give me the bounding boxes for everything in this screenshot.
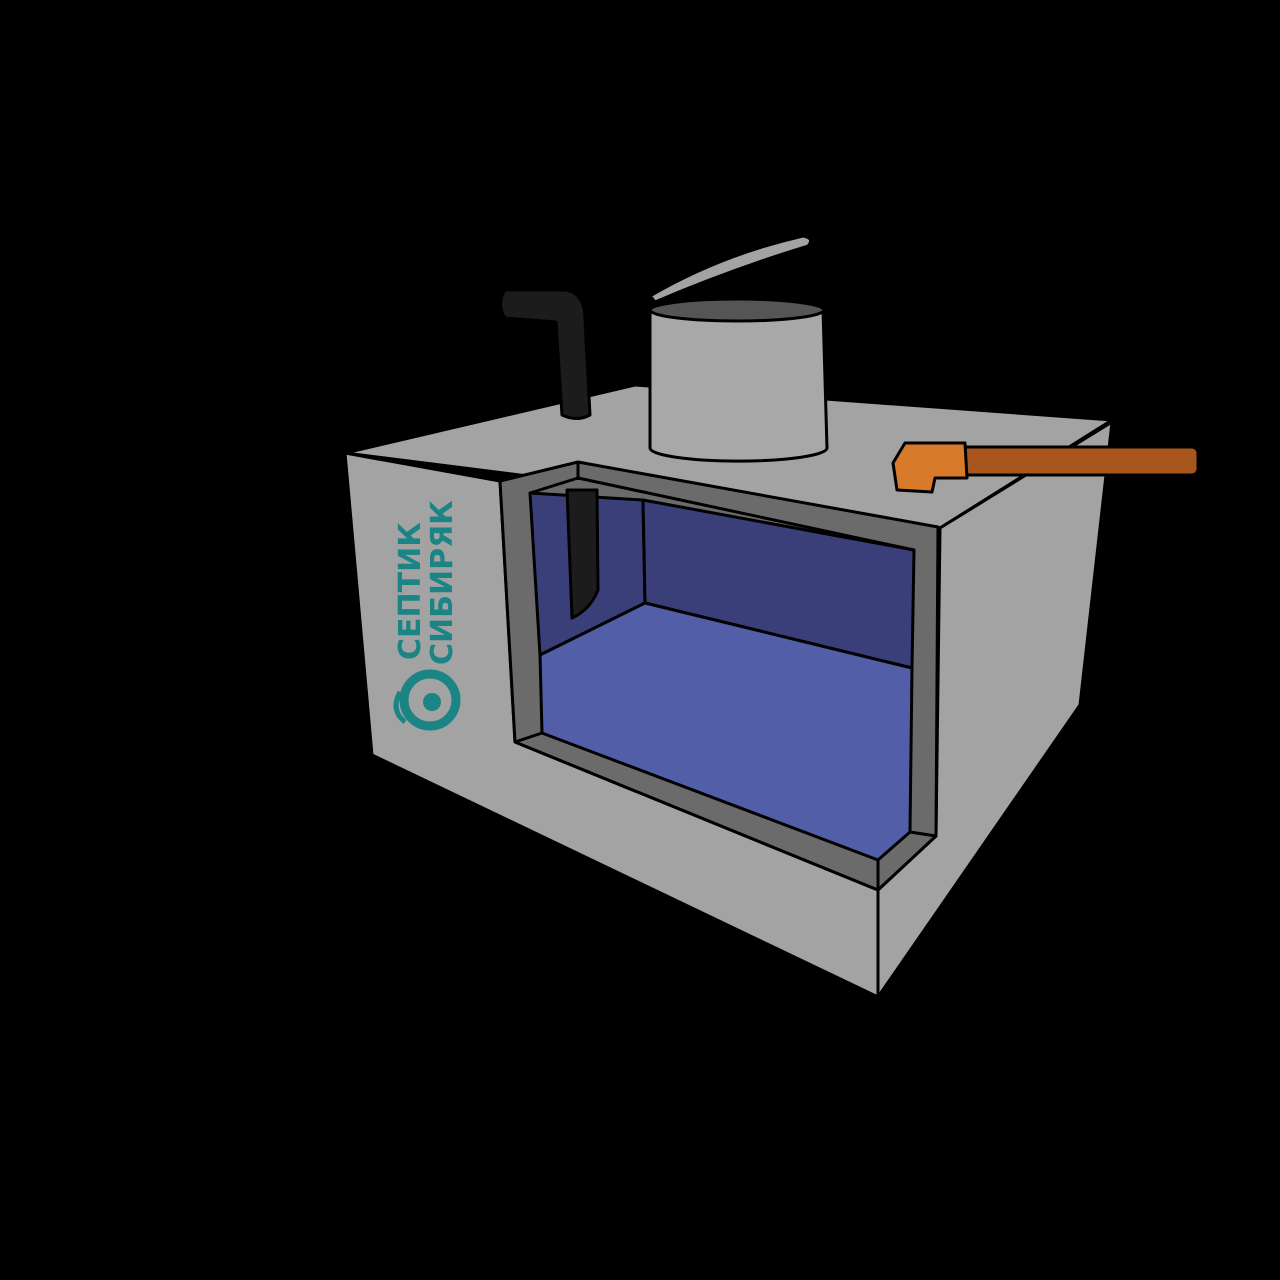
brand-logo bbox=[393, 669, 461, 731]
logo-line-2: СИБИРЯК bbox=[425, 500, 460, 665]
inlet-pipe bbox=[960, 445, 1200, 477]
manhole-opening bbox=[648, 297, 826, 323]
frame-inner-edge bbox=[529, 476, 915, 552]
inlet-elbow bbox=[891, 441, 969, 494]
manhole-cylinder bbox=[648, 308, 829, 463]
frame-edge bbox=[909, 830, 937, 838]
manhole-lid bbox=[648, 234, 813, 304]
logo-line-1: СЕПТИК bbox=[393, 522, 428, 660]
vent-pipe-icon bbox=[499, 288, 592, 420]
inner-pipe bbox=[565, 488, 600, 620]
frame-edge bbox=[514, 731, 543, 744]
